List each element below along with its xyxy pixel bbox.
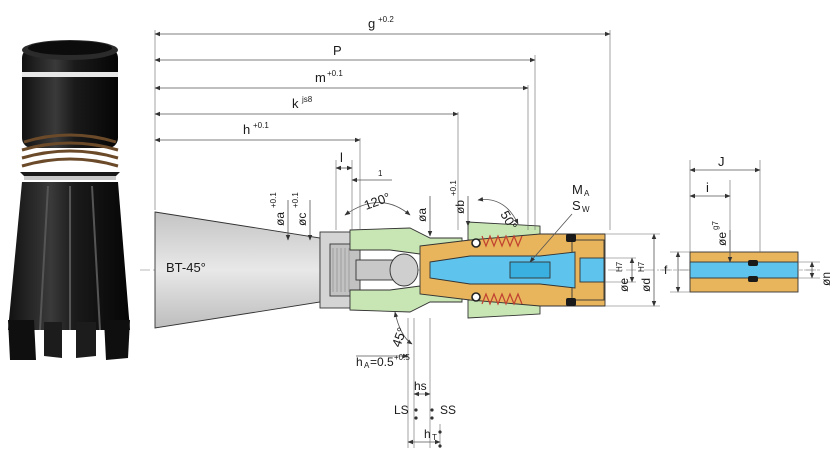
ma-label: M [572,182,583,197]
seal-ring-icon [471,234,576,306]
dim-one: 1 [378,169,383,178]
dim-ob-tol: +0.1 [449,180,458,196]
dim-i: i [706,180,709,195]
sw-label: S [572,198,581,213]
dim-oe: øe [617,278,631,292]
dim-ha: h [356,355,363,369]
dim-g: g [368,16,375,31]
ls-ss-group: hs LS SS h T [394,318,456,448]
ma-sub: A [584,189,590,198]
ma-sw-callout: M A S W [529,182,590,263]
dim-oa2: øa [415,208,429,222]
angle-120: 120° [362,190,392,213]
dim-hs: hs [414,379,427,393]
dim-k: k [292,96,299,111]
dim-ob: øb [453,200,467,214]
angle-45-group: 45° h A =0.5 +0.5 [356,311,415,448]
bt45-label: BT-45° [166,260,206,275]
collet-chuck-photo [8,40,130,360]
dim-ha-tol: +0.5 [394,353,410,362]
dim-ht-sub: T [432,433,437,442]
dim-oa-tol: +0.1 [269,192,278,208]
dim-oe2-tol: g7 [711,221,720,230]
spindle-neck [319,231,419,309]
dim-diameters-right: øe H7 ød H7 [605,233,660,307]
dim-ht: h [424,427,431,441]
angle-45: 45° [389,325,410,349]
dim-diameters-mid: øa øb +0.1 [415,180,471,237]
dim-oc-tol: +0.1 [291,192,300,208]
dim-ha-val: =0.5 [370,355,394,369]
angle-120-group: 120° [344,190,411,216]
dim-on: øn [819,272,833,286]
bt45-cone: BT-45° [154,211,321,329]
dim-g-tol: +0.2 [378,15,394,24]
dim-h: h [243,122,250,137]
dim-oa: øa [273,212,287,226]
dim-l: l [340,150,343,165]
dim-oe-tol: H7 [615,261,624,272]
dim-l-group: l 1 [335,150,392,230]
insert-blue [429,251,605,289]
dim-m: m [315,70,326,85]
dim-od-tol: H7 [637,261,646,272]
dim-p: P [333,43,342,58]
dim-f: f [664,263,668,277]
dim-od: ød [639,278,653,292]
dim-oc: øc [295,213,309,226]
sw-sub: W [582,205,590,214]
dim-ha-sub: A [364,361,370,370]
dim-j: J [718,154,725,169]
ss-label: SS [440,403,456,417]
dim-m-tol: +0.1 [327,69,343,78]
top-dimensions: g +0.2 P m +0.1 k js8 h +0.1 [154,15,611,230]
dim-diameters-left: øa +0.1 øc +0.1 [269,192,313,241]
dim-oe2: øe [715,232,729,246]
dim-h-tol: +0.1 [253,121,269,130]
dim-k-tol: js8 [301,95,313,104]
ls-label: LS [394,403,409,417]
small-part: J i øe g7 f øn [660,154,833,293]
spring-icon [481,234,523,306]
